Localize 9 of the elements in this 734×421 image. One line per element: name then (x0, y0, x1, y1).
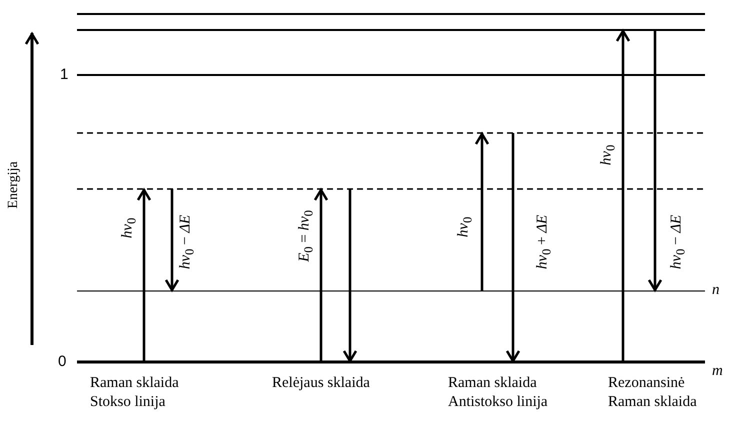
tick-label: 0 (58, 354, 66, 369)
scattering-caption: Rezonansinė Raman sklaida (608, 374, 698, 412)
level-label: n (712, 283, 720, 298)
axis-label: Energija (7, 161, 21, 209)
scattering-caption: Relėjaus sklaida (272, 374, 371, 393)
level-label: m (712, 364, 723, 379)
tick-label: 1 (60, 67, 68, 82)
scattering-caption: Raman sklaida Antistokso linija (448, 374, 549, 412)
scattering-caption: Raman sklaida Stokso linija (90, 374, 180, 412)
